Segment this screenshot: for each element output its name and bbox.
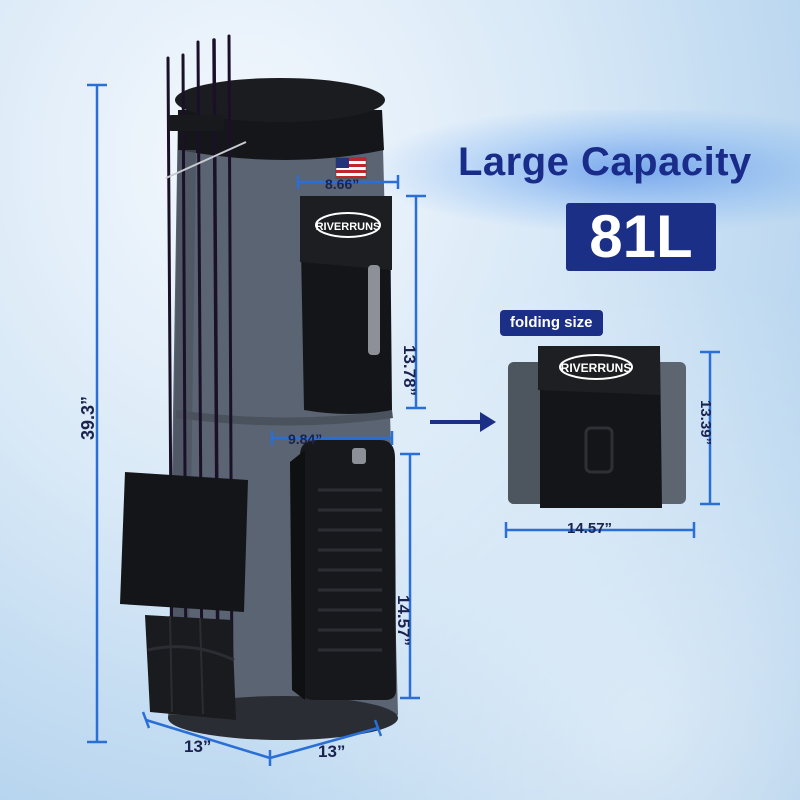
dim-base-width-right: 13” (318, 742, 346, 761)
rod-guide (165, 141, 247, 179)
flag-patch (335, 157, 367, 179)
rod-sleeve-pocket (120, 472, 248, 720)
folding-size-label: folding size (500, 310, 603, 336)
dim-folded-width: 14.57” (567, 520, 613, 537)
bottom-pocket (290, 440, 396, 700)
dim-top-pocket-height: 13.78” (400, 345, 419, 397)
dim-base-width-left: 13” (184, 737, 212, 756)
folded-bag: RIVERRUNS (508, 346, 686, 508)
capacity-badge (566, 203, 716, 271)
rod-strap (168, 115, 224, 131)
heading-title: Large Capacity (458, 140, 752, 184)
top-pocket: RIVERRUNS (300, 196, 392, 414)
dimension-lines (87, 83, 720, 766)
dim-total-height: 39.3” (78, 395, 98, 440)
dim-bottom-pocket-height: 14.57” (394, 595, 413, 647)
pocket-logo-text: RIVERRUNS (316, 221, 381, 233)
arrow-right-icon (430, 412, 496, 432)
capacity-value: 81L (589, 203, 693, 270)
folded-logo-text: RIVERRUNS (561, 361, 632, 375)
dim-bottom-pocket-width: 9.84” (288, 431, 323, 447)
dim-top-pocket-width: 8.66” (325, 176, 360, 192)
dim-folded-height: 13.39” (697, 400, 714, 446)
